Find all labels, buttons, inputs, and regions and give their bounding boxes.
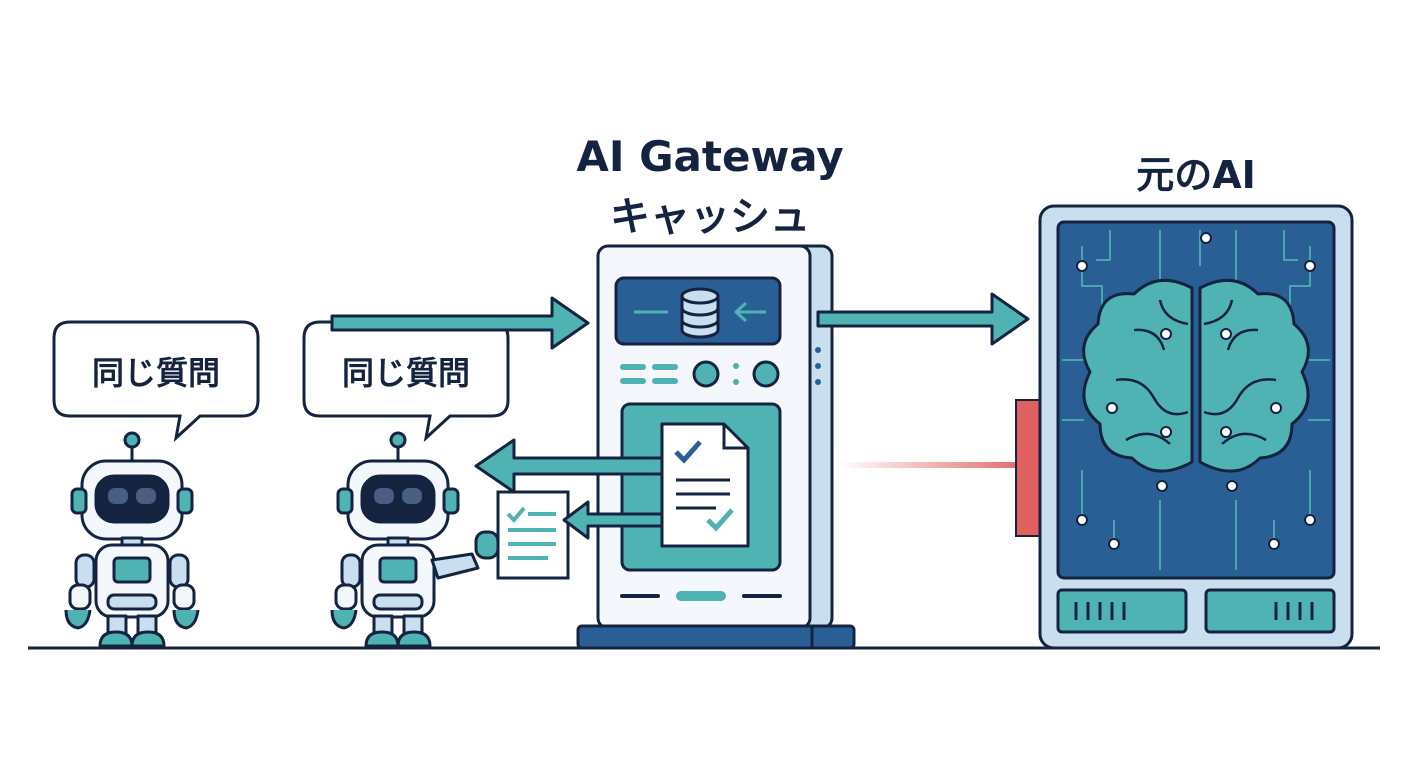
response-arrow xyxy=(474,438,666,494)
speech-bubble-text: 同じ質問 xyxy=(341,354,470,392)
robot-icon xyxy=(64,431,200,648)
origin-ai-title: 元のAI xyxy=(1136,153,1256,197)
document-check-icon xyxy=(496,490,570,580)
request-arrow xyxy=(330,296,590,350)
response-arrow xyxy=(562,500,666,540)
brain-icon xyxy=(1082,278,1310,492)
gateway-title: AI Gateway xyxy=(576,132,844,181)
origin-ai-server xyxy=(1038,204,1354,650)
gateway-subtitle: キャッシュ xyxy=(610,194,810,240)
database-icon xyxy=(680,287,720,339)
speech-bubble xyxy=(52,320,260,443)
robot-icon xyxy=(330,431,500,648)
document-check-icon xyxy=(660,422,750,548)
gateway-cache-server xyxy=(576,244,856,650)
blocked-barrier xyxy=(1015,399,1043,537)
forward-arrow xyxy=(816,292,1030,346)
blocked-request-line xyxy=(840,462,1016,468)
speech-bubble-text: 同じ質問 xyxy=(91,354,220,392)
